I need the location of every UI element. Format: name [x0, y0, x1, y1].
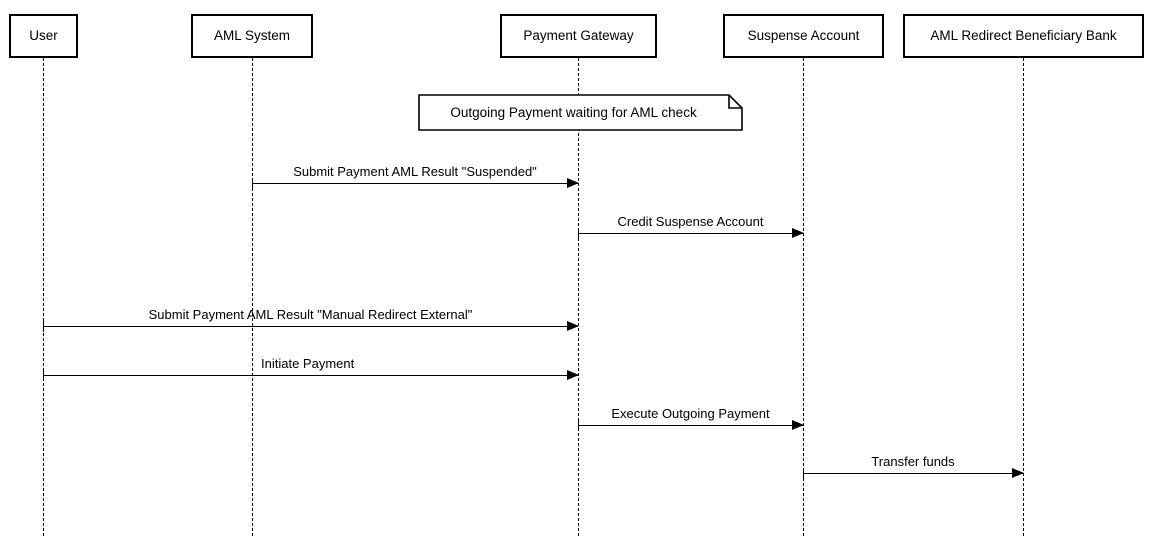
participant-label: Suspense Account	[747, 28, 860, 44]
participant-aml[interactable]: AML System	[191, 14, 313, 58]
arrowhead-icon	[567, 370, 579, 380]
participant-user[interactable]: User	[9, 14, 78, 58]
arrowhead-icon	[567, 178, 579, 188]
participant-bank[interactable]: AML Redirect Beneficiary Bank	[903, 14, 1144, 58]
message-label: Submit Payment AML Result "Suspended"	[293, 164, 537, 179]
message-line	[43, 375, 578, 376]
lifeline-aml	[252, 58, 253, 536]
message-tail-tick	[578, 420, 579, 431]
message-line	[252, 183, 578, 184]
message-tail-tick	[578, 228, 579, 239]
message-line	[578, 233, 803, 234]
participant-label: AML System	[213, 28, 291, 44]
arrowhead-icon	[792, 228, 804, 238]
note-body	[418, 94, 743, 131]
message-label: Submit Payment AML Result "Manual Redire…	[148, 307, 473, 322]
message-tail-tick	[43, 370, 44, 381]
message-label: Transfer funds	[871, 454, 955, 469]
message-label: Credit Suspense Account	[617, 214, 764, 229]
lifeline-user	[43, 58, 44, 536]
lifeline-gateway	[578, 58, 579, 536]
message-label: Initiate Payment	[261, 356, 355, 371]
participant-label: AML Redirect Beneficiary Bank	[930, 28, 1117, 44]
message-tail-tick	[252, 178, 253, 189]
note-fold-icon	[728, 95, 742, 109]
note-text: Outgoing Payment waiting for AML check	[450, 104, 697, 120]
lifeline-suspense	[803, 58, 804, 536]
arrowhead-icon	[567, 321, 579, 331]
message-tail-tick	[803, 468, 804, 479]
message-label: Execute Outgoing Payment	[611, 406, 770, 421]
arrowhead-icon	[1012, 468, 1024, 478]
message-tail-tick	[43, 321, 44, 332]
note-note-aml-wait: Outgoing Payment waiting for AML check	[418, 94, 743, 131]
participant-gateway[interactable]: Payment Gateway	[500, 14, 657, 58]
arrowhead-icon	[792, 420, 804, 430]
participant-label: Payment Gateway	[523, 28, 634, 44]
participant-suspense[interactable]: Suspense Account	[723, 14, 884, 58]
message-line	[803, 473, 1023, 474]
participant-label: User	[29, 28, 58, 44]
lifeline-bank	[1023, 58, 1024, 536]
message-line	[578, 425, 803, 426]
message-line	[43, 326, 578, 327]
